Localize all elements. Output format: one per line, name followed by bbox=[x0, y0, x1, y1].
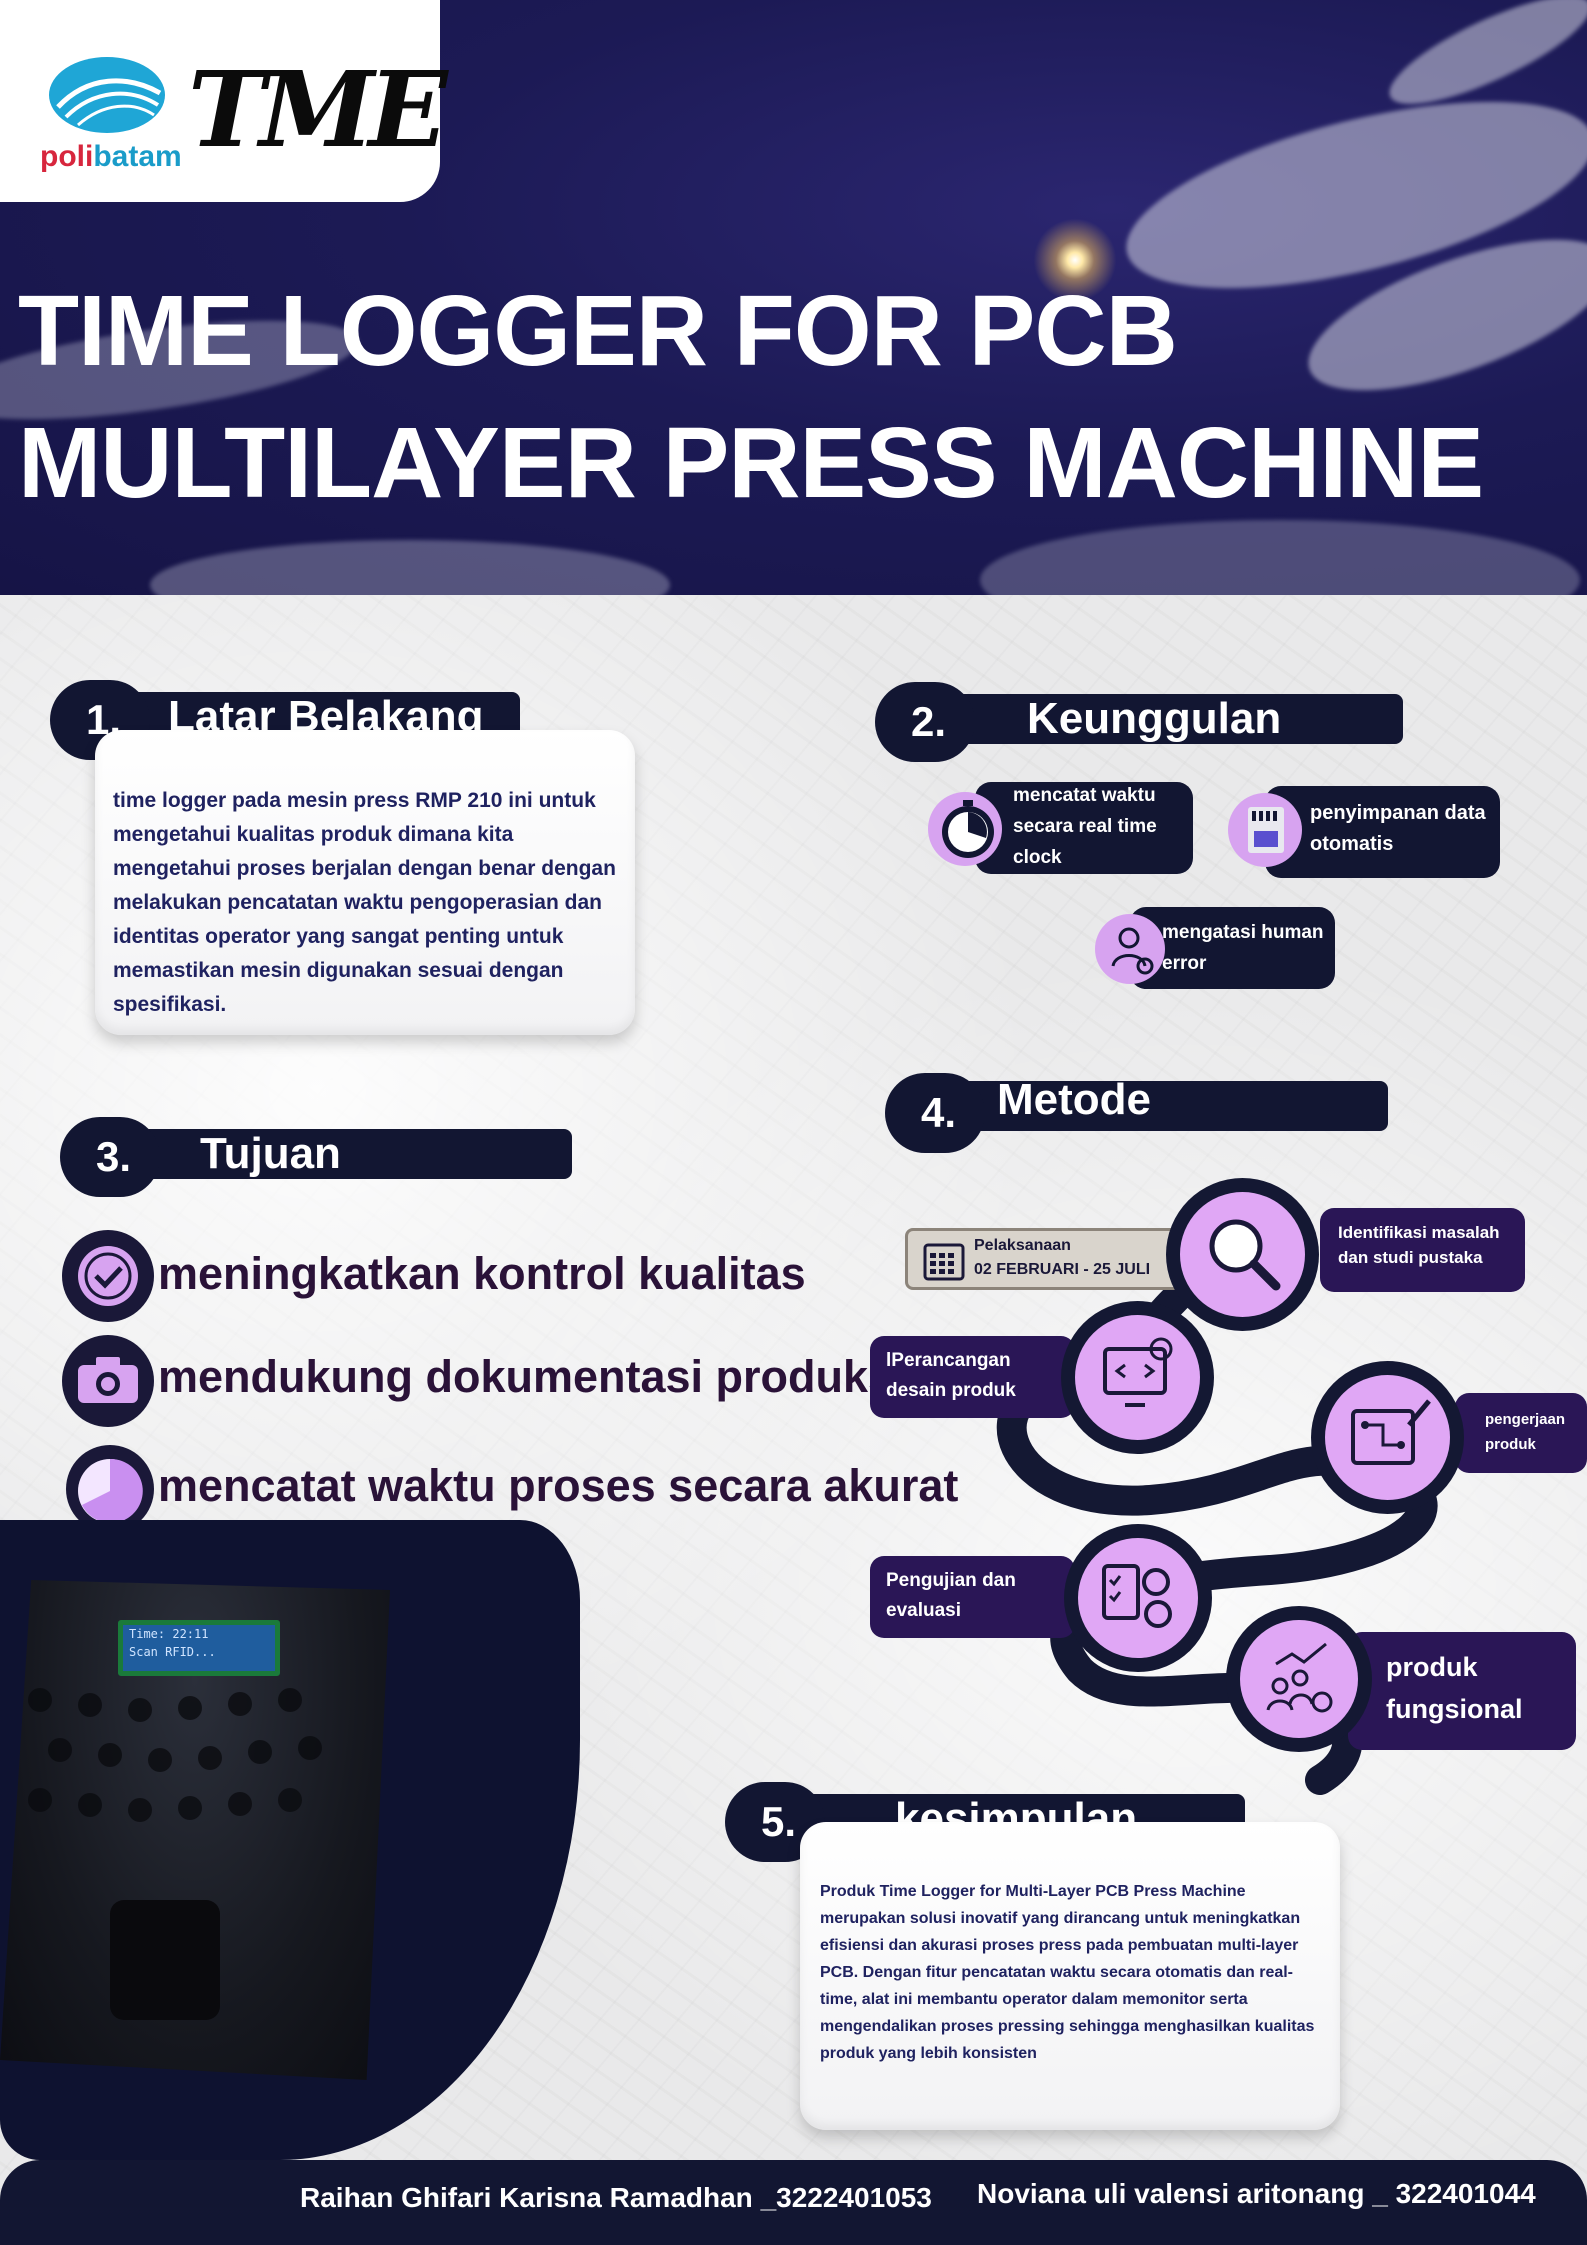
title-line-2: MULTILAYER PRESS MACHINE bbox=[18, 407, 1484, 519]
circuit-board-icon bbox=[1325, 1375, 1450, 1500]
code-monitor-icon bbox=[1075, 1315, 1200, 1440]
lcd-display: Time: 22:11 Scan RFID... bbox=[118, 1620, 280, 1676]
method-step: lPerancangan desain produk bbox=[870, 1336, 1075, 1418]
storage-card-icon bbox=[1228, 793, 1302, 867]
timer-icon bbox=[66, 1445, 154, 1533]
tujuan-item: mencatat waktu proses secara akurat bbox=[158, 1460, 959, 1511]
tme-logo: TME bbox=[188, 48, 448, 171]
method-step: Pengujian dan evaluasi bbox=[870, 1556, 1075, 1638]
section-label: Tujuan bbox=[200, 1129, 341, 1178]
latar-text: time logger pada mesin press RMP 210 ini… bbox=[113, 789, 616, 1016]
team-growth-icon bbox=[1240, 1620, 1358, 1738]
header-banner: polibatam TME TIME LOGGER FOR PCB MULTIL… bbox=[0, 0, 1587, 595]
keunggulan-item: mencatat waktu secara real time clock bbox=[975, 782, 1193, 874]
quality-check-icon bbox=[62, 1230, 154, 1322]
section-number: 3. bbox=[60, 1117, 160, 1197]
kesimpulan-text: Produk Time Logger for Multi-Layer PCB P… bbox=[820, 1883, 1315, 2062]
section-header-keunggulan: 2. Keunggulan bbox=[875, 682, 1403, 762]
cloud-decoration bbox=[980, 520, 1580, 595]
section-number: 5. bbox=[725, 1782, 825, 1862]
tujuan-item: mendukung dokumentasi produksi bbox=[158, 1351, 906, 1402]
polibatam-logo-icon bbox=[49, 57, 165, 133]
method-step: Identifikasi masalah dan studi pustaka bbox=[1320, 1208, 1525, 1292]
error-person-icon bbox=[1095, 914, 1165, 984]
footer-bar: Raihan Ghifari Karisna Ramadhan _3222401… bbox=[0, 2160, 1587, 2245]
author-2: Noviana uli valensi aritonang _ 32240104… bbox=[977, 2178, 1536, 2209]
section-label: Keunggulan bbox=[1027, 694, 1282, 743]
latar-card: time logger pada mesin press RMP 210 ini… bbox=[95, 730, 635, 1035]
camera-icon bbox=[62, 1335, 154, 1427]
magnifier-icon bbox=[1180, 1192, 1305, 1317]
section-number: 4. bbox=[885, 1073, 985, 1153]
checklist-gears-icon bbox=[1078, 1538, 1198, 1658]
stopwatch-icon bbox=[928, 792, 1002, 866]
kesimpulan-card: Produk Time Logger for Multi-Layer PCB P… bbox=[800, 1822, 1340, 2130]
logo-card: polibatam TME bbox=[0, 0, 448, 202]
star-sparkle bbox=[1030, 215, 1120, 305]
title-line-1: TIME LOGGER FOR PCB bbox=[18, 275, 1178, 387]
keunggulan-item: penyimpanan data otomatis bbox=[1265, 786, 1500, 878]
polibatam-wordmark: polibatam bbox=[40, 140, 182, 173]
section-label: Metode bbox=[997, 1075, 1151, 1124]
method-step: pengerjaan produk bbox=[1455, 1393, 1587, 1473]
calendar-icon bbox=[923, 1243, 965, 1281]
author-1: Raihan Ghifari Karisna Ramadhan _3222401… bbox=[300, 2182, 932, 2213]
schedule-pill: Pelaksanaan 02 FEBRUARI - 25 JULI bbox=[905, 1228, 1185, 1290]
method-step: produk fungsional bbox=[1348, 1632, 1576, 1750]
cloud-decoration bbox=[150, 540, 670, 595]
section-header-metode: 4. Metode bbox=[885, 1073, 1388, 1153]
page-title: TIME LOGGER FOR PCB MULTILAYER PRESS MAC… bbox=[18, 265, 1518, 529]
section-number: 2. bbox=[875, 682, 975, 762]
section-header-tujuan: 3. Tujuan bbox=[60, 1117, 572, 1197]
tujuan-item: meningkatkan kontrol kualitas bbox=[158, 1248, 806, 1299]
